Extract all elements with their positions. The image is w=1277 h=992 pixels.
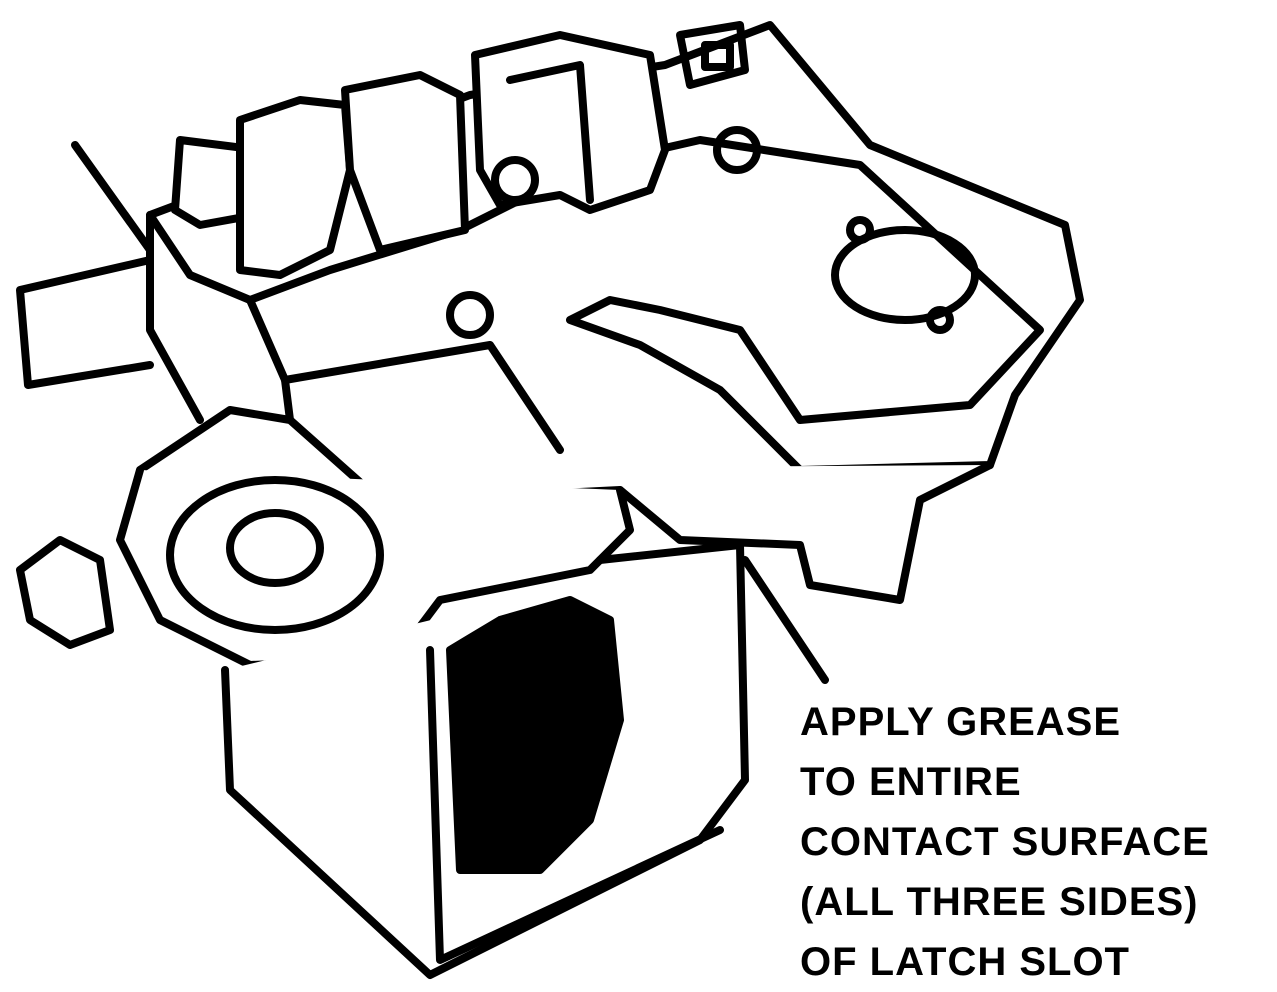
callout-line-1: APPLY GREASE [800, 700, 1122, 744]
contact-clips [171, 21, 749, 279]
grease-callout: APPLY GREASE TO ENTIRE CONTACT SURFACE (… [800, 692, 1270, 992]
callout-line-4: (ALL THREE SIDES) [800, 880, 1199, 924]
callout-leader-line [741, 556, 829, 684]
callout-line-5: OF LATCH SLOT [800, 940, 1130, 984]
left-tab [16, 141, 154, 389]
callout-line-2: TO ENTIRE [800, 760, 1022, 804]
callout-line-3: CONTACT SURFACE [800, 820, 1210, 864]
solenoid-coil [446, 596, 624, 874]
rivets [446, 126, 979, 339]
latch-arm [16, 406, 994, 669]
